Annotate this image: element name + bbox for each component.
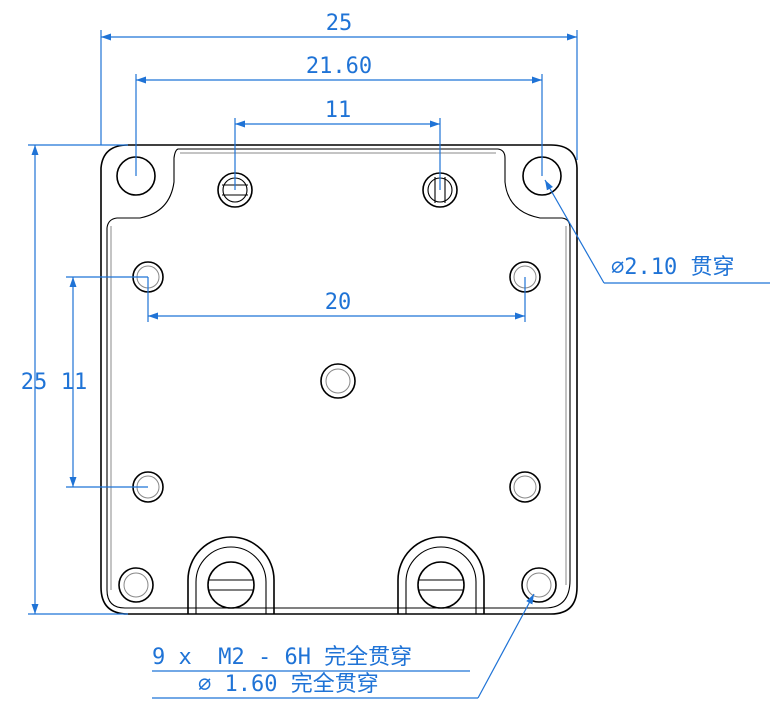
dimension-vertical-hole-pitch: 11 [61, 276, 148, 488]
thread-callout-line2: ⌀ 1.60 完全贯穿 [198, 672, 379, 697]
dimension-label: 25 [21, 370, 48, 395]
dimension-overall-width: 25 [100, 11, 578, 160]
bottom-arch-left [187, 536, 275, 614]
dimension-mounting-pitch: 21.60 [135, 54, 543, 176]
dimension-label: 20 [325, 290, 352, 315]
bottom-arch-right [397, 536, 485, 614]
m2-hole [521, 567, 557, 603]
part-outline [100, 144, 578, 615]
thread-callout-line1: 9 x M2 - 6H 完全贯穿 [152, 645, 412, 670]
dimension-overall-height: 25 [21, 144, 128, 615]
dimension-label: 11 [61, 370, 88, 395]
corner-hole-callout-text: ⌀2.10 贯穿 [611, 255, 734, 280]
dimension-label: 21.60 [306, 54, 372, 79]
callout-thread: 9 x M2 - 6H 完全贯穿 ⌀ 1.60 完全贯穿 [152, 593, 535, 699]
dimension-side-hole-pitch: 20 [147, 277, 526, 322]
m2-hole [509, 471, 541, 503]
dimension-top-hole-pitch: 11 [234, 98, 441, 190]
m2-hole [320, 363, 356, 399]
dimension-label: 25 [326, 11, 353, 36]
callout-corner-hole: ⌀2.10 贯穿 [544, 179, 770, 284]
m2-hole [118, 567, 154, 603]
dimension-label: 11 [325, 98, 352, 123]
